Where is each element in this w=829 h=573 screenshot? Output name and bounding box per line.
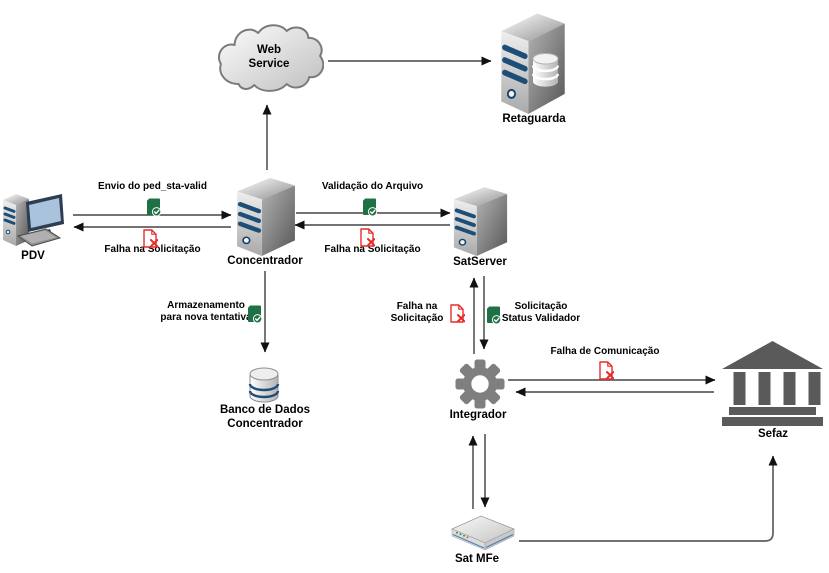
- document-error-icon: [360, 228, 375, 247]
- retaguarda-server-icon: [499, 6, 567, 114]
- document-error-icon: [599, 361, 614, 380]
- integrador-label: Integrador: [449, 409, 507, 421]
- falha-solicitacao-satserver-label: Falha na Solicitação: [324, 244, 421, 255]
- web-service-cloud-icon: [214, 22, 324, 96]
- validacao-arquivo-label: Validação do Arquivo: [321, 181, 424, 192]
- document-check-icon: [247, 305, 262, 324]
- armazenamento-label: Armazenamento para nova tentativa: [160, 300, 252, 323]
- sefaz-label: Sefaz: [757, 428, 789, 440]
- envio-ped-label: Envio do ped_sta-valid: [98, 181, 207, 192]
- falha-comunicacao-label: Falha de Comunicação: [550, 346, 660, 357]
- pdv-label: PDV: [21, 250, 45, 262]
- banco-dados-label: Banco de Dados Concentrador: [219, 404, 311, 430]
- solicitacao-status-label: Solicitação Status Validador: [501, 301, 581, 324]
- document-check-icon: [486, 306, 501, 325]
- concentrador-server-icon: [235, 172, 297, 256]
- satserver-label: SatServer: [453, 256, 507, 268]
- sat-mfe-label: Sat MFe: [454, 553, 500, 565]
- satserver-server-icon: [452, 182, 509, 256]
- sefaz-bank-icon: [722, 341, 823, 426]
- sat-mfe-device-icon: [450, 514, 516, 554]
- web-service-label: Web Service: [248, 44, 290, 70]
- integrador-gear-icon: [455, 359, 505, 409]
- document-error-icon: [143, 229, 158, 248]
- pdv-computer-icon: [2, 188, 68, 252]
- document-check-icon: [146, 198, 161, 217]
- falha-solicitacao-integrador-label: Falha na Solicitação: [390, 301, 444, 324]
- retaguarda-label: Retaguarda: [502, 113, 566, 125]
- document-error-icon: [450, 304, 465, 323]
- edge-satmfe-to-sefaz: [519, 455, 778, 542]
- document-check-icon: [362, 198, 377, 217]
- falha-solicitacao-pdv-label: Falha na Solicitação: [104, 244, 201, 255]
- concentrador-label: Concentrador: [227, 255, 303, 267]
- database-icon: [248, 366, 280, 406]
